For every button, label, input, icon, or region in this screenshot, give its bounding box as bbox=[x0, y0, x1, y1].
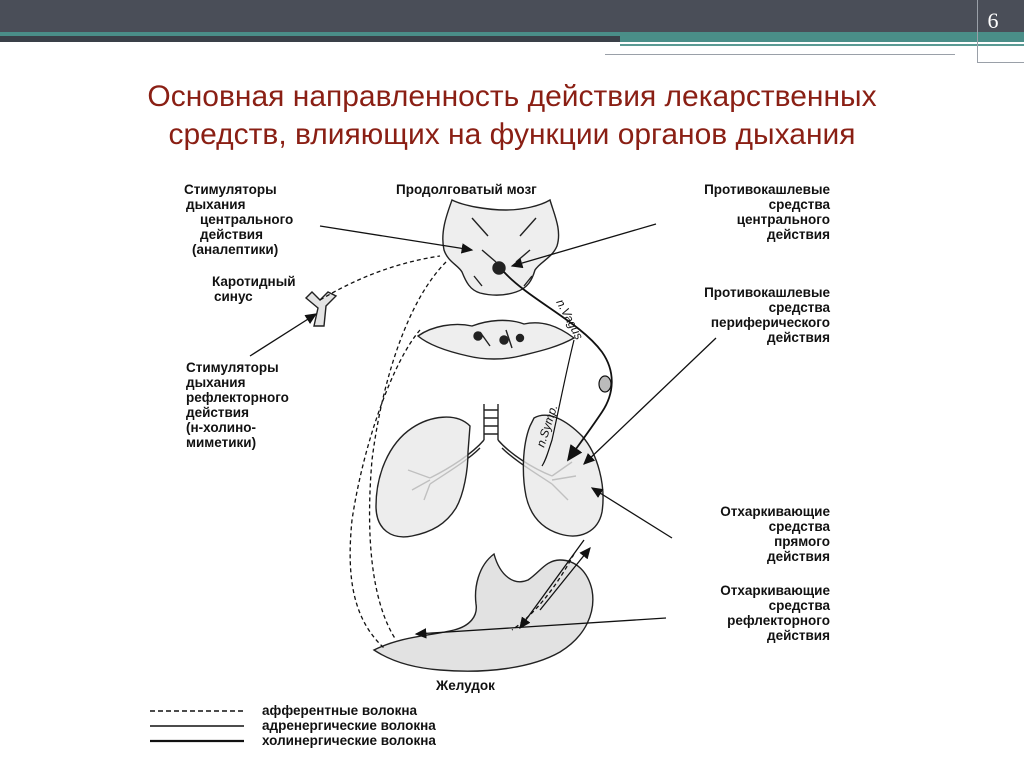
antitussive-peripheral-label: Противокашлевые средства периферического… bbox=[704, 285, 830, 345]
expectorant-direct-label: Отхаркивающие средства прямого действия bbox=[720, 504, 830, 564]
legend: афферентные волокна адренергические воло… bbox=[150, 703, 436, 748]
stomach-label: Желудок bbox=[435, 678, 495, 693]
expectorant-direct-line-3: прямого bbox=[774, 534, 830, 549]
stim-reflex-line-6: миметики) bbox=[186, 435, 256, 450]
legend-label-cholinergic: холинергические волокна bbox=[262, 733, 436, 748]
header-dark-stripe bbox=[0, 36, 620, 42]
antitussive-peripheral-line-3: периферического bbox=[711, 315, 830, 330]
antitussive-central-line-4: действия bbox=[767, 227, 830, 242]
expectorant-reflex-line-3: рефлекторного bbox=[727, 613, 830, 628]
decor-line-vertical bbox=[977, 0, 978, 62]
expectorant-reflex-line-2: средства bbox=[769, 598, 831, 613]
pointer-arrows bbox=[249, 223, 717, 639]
sympathetic-nerve-line bbox=[541, 339, 575, 467]
carotid-label: Каротидный синус bbox=[212, 274, 296, 304]
stim-reflex-line-5: (н-холино- bbox=[186, 420, 256, 435]
decor-line-short bbox=[977, 62, 1024, 63]
expectorant-direct-line-2: средства bbox=[769, 519, 831, 534]
carotid-line-1: Каротидный bbox=[212, 274, 296, 289]
antitussive-peripheral-line-4: действия bbox=[767, 330, 830, 345]
stomach-drawing bbox=[372, 552, 594, 672]
spinal-cord-drawing bbox=[416, 319, 576, 360]
antitussive-central-line-2: средства bbox=[769, 197, 831, 212]
stim-reflex-line-1: Стимуляторы bbox=[186, 360, 279, 375]
title-line-2: средств, влияющих на функции органов дых… bbox=[168, 118, 856, 151]
legend-label-adrenergic: адренергические волокна bbox=[262, 718, 436, 733]
stim-central-line-2: дыхания bbox=[186, 197, 245, 212]
carotid-sinus-drawing bbox=[304, 291, 338, 327]
antitussive-central-label: Противокашлевые средства центрального де… bbox=[704, 182, 830, 242]
antitussive-central-line-3: центрального bbox=[737, 212, 830, 227]
vagus-ganglion bbox=[598, 375, 612, 393]
expectorant-direct-line-4: действия bbox=[767, 549, 830, 564]
antitussive-central-line-1: Противокашлевые bbox=[704, 182, 830, 197]
legend-label-afferent: афферентные волокна bbox=[262, 703, 418, 718]
stim-reflex-label: Стимуляторы дыхания рефлекторного действ… bbox=[186, 360, 289, 450]
decor-line bbox=[605, 54, 955, 55]
slide-title: Основная направленность действия лекарст… bbox=[60, 78, 964, 154]
right-lung-drawing bbox=[522, 414, 604, 537]
afferent-fibers bbox=[319, 255, 575, 649]
expectorant-reflex-line-1: Отхаркивающие bbox=[720, 583, 830, 598]
carotid-line-2: синус bbox=[214, 289, 253, 304]
stim-reflex-line-4: действия bbox=[186, 405, 249, 420]
antitussive-peripheral-line-1: Противокашлевые bbox=[704, 285, 830, 300]
medulla-drawing bbox=[442, 198, 560, 296]
expectorant-reflex-label: Отхаркивающие средства рефлекторного дей… bbox=[720, 583, 830, 643]
stim-central-label: Стимуляторы дыхания центрального действи… bbox=[184, 182, 293, 257]
medulla-label: Продолговатый мозг bbox=[396, 182, 537, 197]
stim-reflex-line-3: рефлекторного bbox=[186, 390, 289, 405]
stim-central-line-4: действия bbox=[200, 227, 263, 242]
header-thin-stripe bbox=[620, 44, 1024, 46]
stim-central-line-3: центрального bbox=[200, 212, 293, 227]
vagus-nerve-line bbox=[503, 271, 613, 462]
header-bar bbox=[0, 0, 1024, 32]
stim-reflex-line-2: дыхания bbox=[186, 375, 245, 390]
left-lung-drawing bbox=[375, 416, 471, 538]
title-line-1: Основная направленность действия лекарст… bbox=[147, 80, 877, 113]
stim-central-line-1: Стимуляторы bbox=[184, 182, 277, 197]
stim-central-line-5: (аналептики) bbox=[192, 242, 278, 257]
slide-number: 6 bbox=[987, 8, 999, 33]
expectorant-reflex-line-4: действия bbox=[767, 628, 830, 643]
expectorant-direct-line-1: Отхаркивающие bbox=[720, 504, 830, 519]
antitussive-peripheral-line-2: средства bbox=[769, 300, 831, 315]
